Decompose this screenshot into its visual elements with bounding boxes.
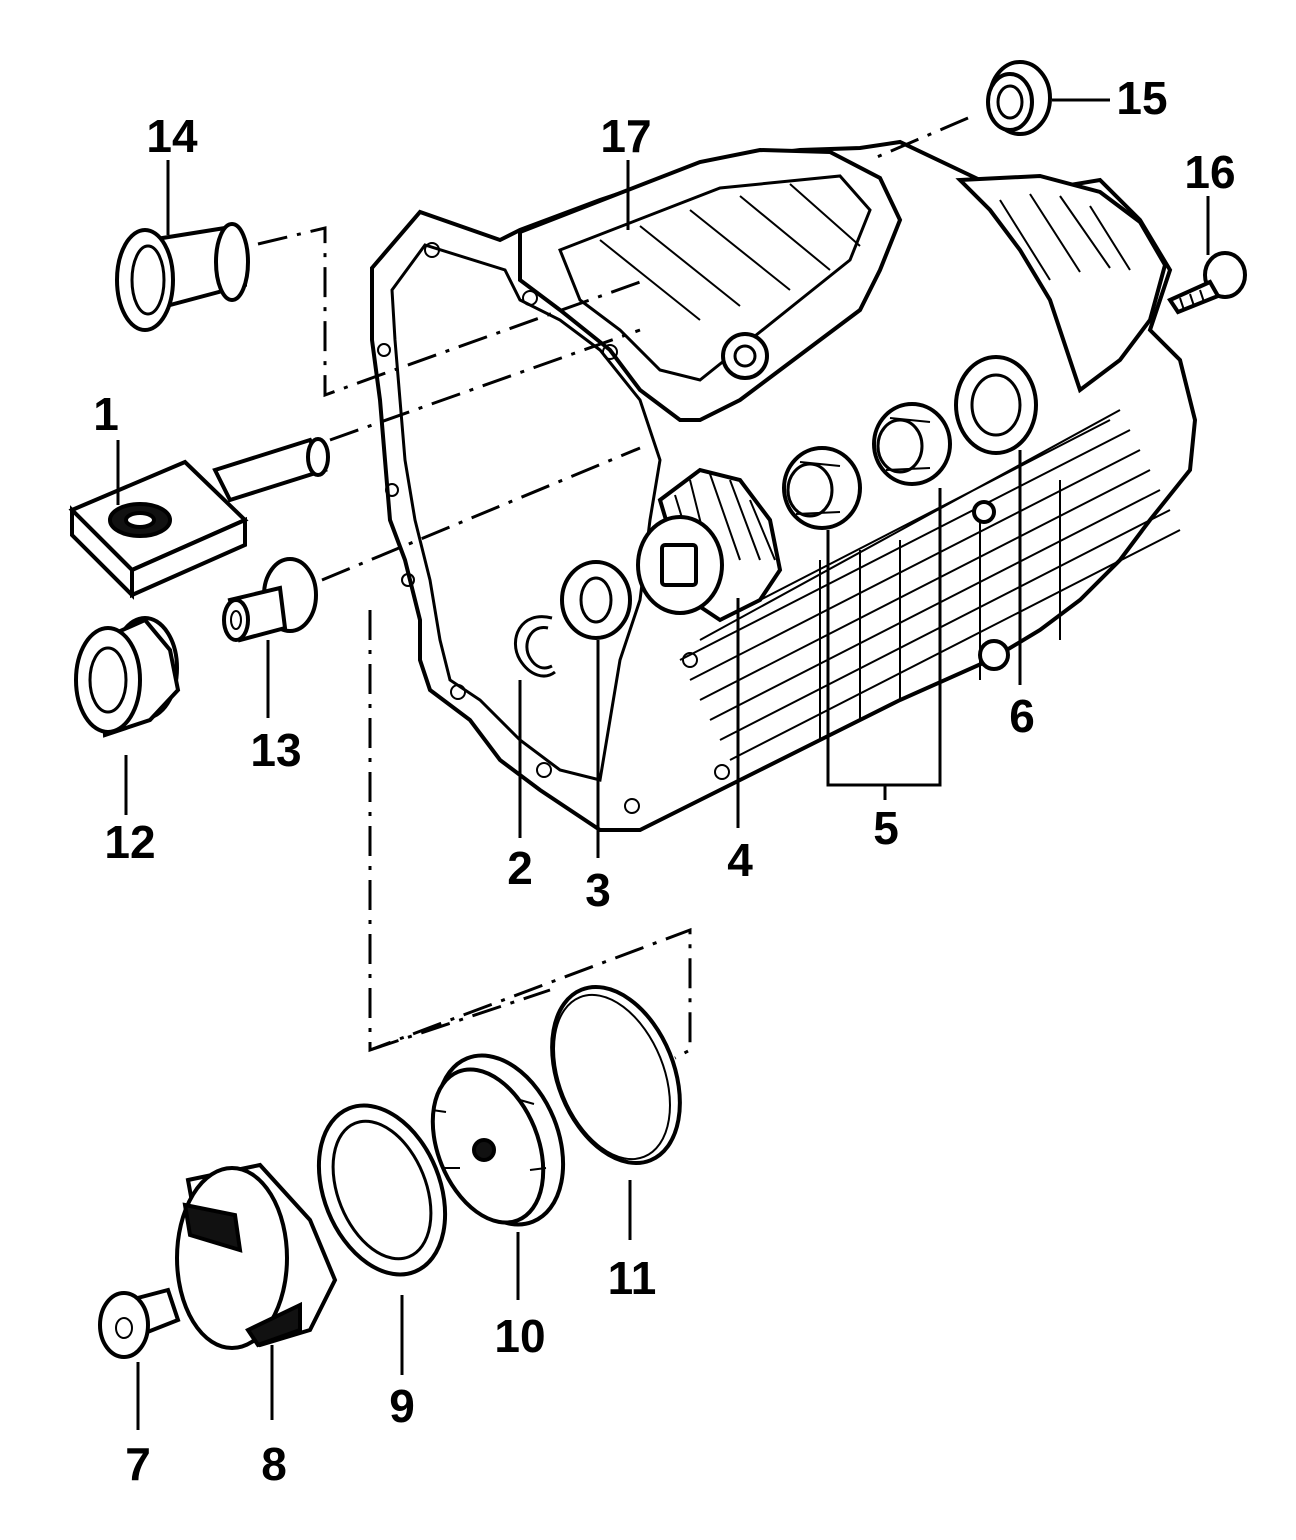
part-11-gasket: [550, 984, 682, 1166]
part-1-shift-block: [68, 437, 330, 600]
callout-7: 7: [125, 1438, 151, 1490]
part-9-ring: [316, 1103, 448, 1277]
callout-15: 15: [1116, 72, 1167, 124]
part-8-drum: [175, 1162, 338, 1350]
callout-12: 12: [104, 816, 155, 868]
part-4-gear: [636, 467, 783, 623]
callout-14: 14: [146, 110, 198, 162]
callout-1: 1: [93, 388, 119, 440]
assembly-lines: [257, 116, 969, 1060]
callout-2: 2: [507, 842, 533, 894]
leader-lines: [116, 98, 1210, 1430]
callout-10: 10: [494, 1310, 545, 1362]
part-16-screw: [1167, 251, 1247, 315]
callout-5: 5: [873, 802, 899, 854]
callout-13: 13: [250, 724, 301, 776]
part-12-needle-bearing: [74, 616, 181, 738]
callout-17: 17: [600, 110, 651, 162]
part-15-oil-seal: [986, 60, 1052, 136]
callout-11: 11: [608, 1252, 657, 1304]
part-13-flanged-pin: [222, 557, 318, 643]
part-10-plate: [430, 1053, 566, 1227]
callout-4: 4: [727, 834, 753, 886]
callout-labels: 1 2 3 4 5 6 7 8 9 10 11 12 13 14 15 16 1…: [93, 72, 1235, 1490]
callout-3: 3: [585, 864, 611, 916]
part-5-needle-bearings: [782, 402, 952, 530]
callout-8: 8: [261, 1438, 287, 1490]
callout-16: 16: [1184, 146, 1235, 198]
part-14-sleeve: [115, 222, 250, 332]
part-7-flanged-bush: [98, 1287, 181, 1359]
callout-9: 9: [389, 1380, 415, 1432]
callout-6: 6: [1009, 690, 1035, 742]
part-2-circlip: [514, 615, 556, 678]
part-3-washer: [560, 560, 632, 640]
